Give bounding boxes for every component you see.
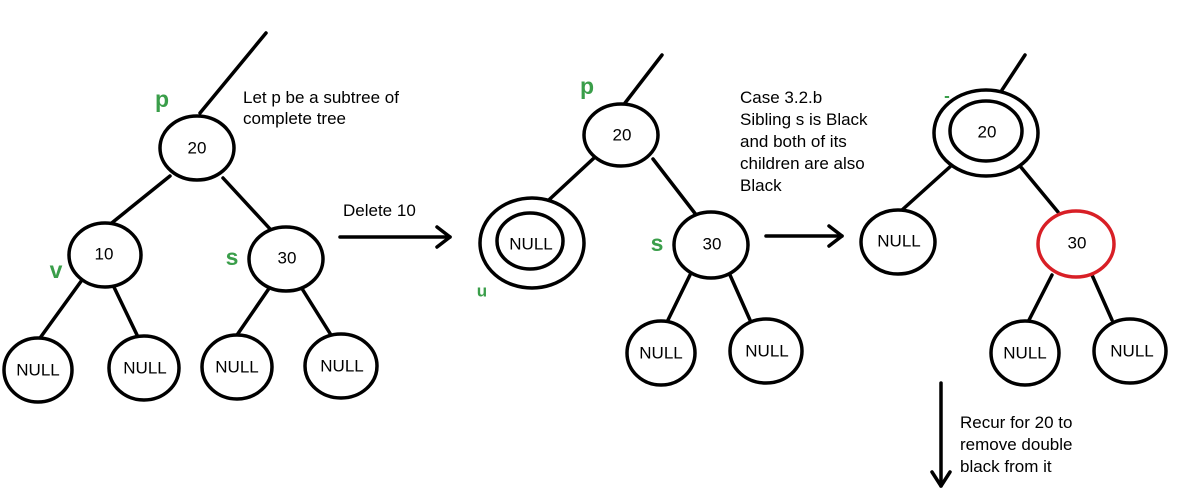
node2-null-2 <box>728 317 804 385</box>
note-case-line-1: Case 3.2.b <box>740 88 822 107</box>
edge2-s-to-null1 <box>665 273 692 324</box>
node-s-30 <box>247 225 325 293</box>
node3-null-2-label: NULL <box>1110 341 1153 360</box>
node-v-10 <box>67 221 143 289</box>
arrow-delete-head <box>435 225 452 249</box>
node2-null-2-label: NULL <box>745 341 788 360</box>
note-recur-line-1: Recur for 20 to <box>960 413 1072 432</box>
edge-v-to-null1 <box>38 278 84 340</box>
node-null-1 <box>2 336 74 404</box>
note-recur: Recur for 20 to remove double black from… <box>960 413 1077 476</box>
arrow-delete: Delete 10 <box>338 201 452 249</box>
note-subtree-line-2: complete tree <box>243 109 346 128</box>
node2-u-value: NULL <box>509 234 552 253</box>
note-subtree-line-1: Let p be a subtree of <box>243 88 399 107</box>
note-case: Case 3.2.b Sibling s is Black and both o… <box>740 88 872 195</box>
edge2-s-to-null2 <box>728 273 752 322</box>
label2-u: u <box>477 281 487 300</box>
node2-p-20 <box>582 102 660 168</box>
note-recur-line-3: black from it <box>960 457 1052 476</box>
node3-null-left-label: NULL <box>877 231 920 250</box>
node3-30-value: 30 <box>1068 233 1087 252</box>
note-case-line-2: Sibling s is Black <box>740 110 868 129</box>
label-p: p <box>155 86 169 112</box>
label2-s: s <box>651 230 664 256</box>
node-null-1-label: NULL <box>16 360 59 379</box>
node-p-value: 20 <box>188 138 207 157</box>
node3-null-left <box>859 208 937 276</box>
label2-p: p <box>580 73 594 99</box>
edge-s-to-null4 <box>299 285 333 337</box>
node3-null-2 <box>1092 317 1168 385</box>
label-s: s <box>226 244 239 270</box>
node2-null-1-label: NULL <box>639 343 682 362</box>
note-case-line-5: Black <box>740 176 782 195</box>
node-null-3 <box>200 333 274 401</box>
node-null-2 <box>107 334 181 402</box>
node-s-value: 30 <box>278 248 297 267</box>
arrow-recur-head <box>930 470 952 488</box>
edge2-parent-to-p <box>623 53 664 105</box>
node-p-20 <box>158 114 236 182</box>
edge3-parent-to-root <box>1000 53 1027 92</box>
edge2-p-to-s <box>651 157 699 218</box>
edge-s-to-null3 <box>235 285 272 337</box>
arrow-delete-label: Delete 10 <box>343 201 416 220</box>
tree-original: 20 10 30 NULL NULL NULL NULL p v s Let p… <box>2 31 404 404</box>
tree-after-delete: 20 NULL 30 NULL NULL p s u <box>477 53 804 387</box>
arrow-recur: Recur for 20 to remove double black from… <box>930 381 1077 488</box>
node3-root-value: 20 <box>978 122 997 141</box>
node-v-value: 10 <box>95 244 114 263</box>
arrow-case-head <box>827 224 844 248</box>
edge3-root-to-30 <box>1018 164 1060 214</box>
edge3-30-to-null2 <box>1090 273 1114 322</box>
edge-p-to-v <box>106 174 172 228</box>
arrow-case-3-2-b: Case 3.2.b Sibling s is Black and both o… <box>740 88 872 248</box>
note-recur-line-2: remove double <box>960 435 1072 454</box>
tree-after-recolor: 20 NULL 30 NULL NULL - <box>859 53 1168 387</box>
node3-root-double-black-inner <box>948 99 1024 163</box>
note-subtree: Let p be a subtree of complete tree <box>243 88 404 128</box>
node2-p-value: 20 <box>613 125 632 144</box>
label-v: v <box>50 257 63 283</box>
node2-u-double-black-inner <box>495 211 565 271</box>
node3-null-1 <box>989 319 1061 387</box>
node3-null-1-label: NULL <box>1003 343 1046 362</box>
edge-p-to-s <box>221 176 273 232</box>
edge3-30-to-null1 <box>1026 273 1054 324</box>
node-null-3-label: NULL <box>215 357 258 376</box>
mark3-dash: - <box>944 86 950 105</box>
node2-s-30 <box>672 210 750 280</box>
edge-v-to-null2 <box>110 281 140 339</box>
note-case-line-4: children are also <box>740 154 865 173</box>
edge-parent-to-p <box>198 31 268 115</box>
node-null-4 <box>303 332 379 400</box>
edge3-root-to-null <box>900 163 954 212</box>
node-null-2-label: NULL <box>123 358 166 377</box>
node3-30-red <box>1036 209 1116 279</box>
node2-null-1 <box>625 319 697 387</box>
node-null-4-label: NULL <box>320 356 363 375</box>
node2-s-value: 30 <box>703 234 722 253</box>
note-case-line-3: and both of its <box>740 132 847 151</box>
